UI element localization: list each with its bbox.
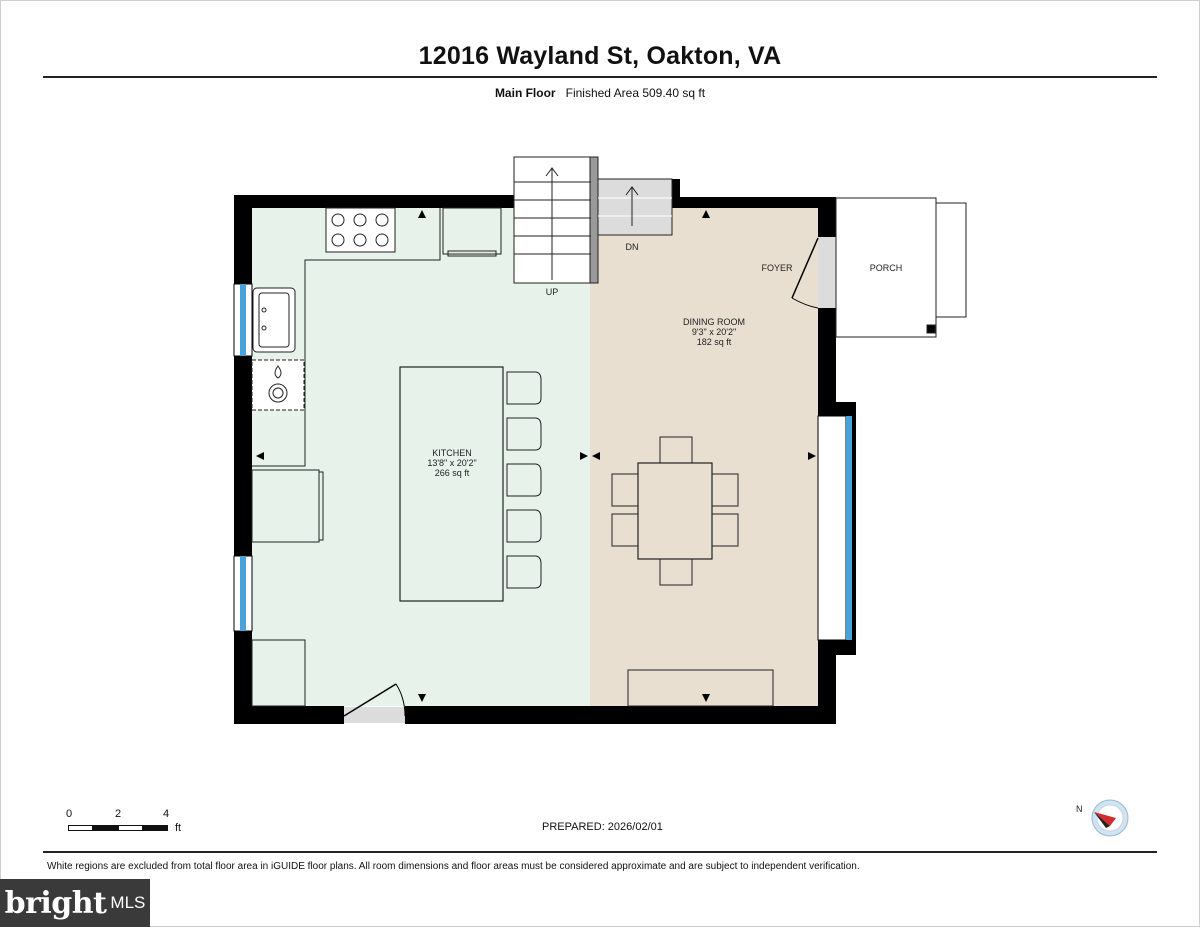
sink bbox=[252, 287, 296, 353]
kitchen-floor bbox=[252, 208, 590, 706]
dishwasher bbox=[251, 359, 305, 411]
rear-door bbox=[343, 683, 406, 723]
kitchen-island bbox=[399, 366, 504, 602]
stair-down bbox=[597, 178, 673, 236]
stove bbox=[325, 207, 396, 253]
finished-area: Finished Area 509.40 sq ft bbox=[565, 86, 706, 100]
floor-plan: KITCHEN 13'8" x 20'2" 266 sq ft DINING R… bbox=[233, 156, 967, 724]
porch-label: PORCH bbox=[870, 263, 903, 273]
floor-subtitle: Main Floor Finished Area 509.40 sq ft bbox=[0, 86, 1200, 100]
prepared-date: PREPARED: 2026/02/01 bbox=[542, 821, 663, 833]
bar-stools bbox=[506, 371, 542, 589]
disclaimer: White regions are excluded from total fl… bbox=[47, 861, 860, 872]
foyer-label: FOYER bbox=[761, 263, 793, 273]
scale-unit: ft bbox=[175, 822, 182, 834]
compass-icon: N bbox=[1076, 799, 1129, 837]
footer-divider bbox=[43, 851, 1157, 853]
header-divider bbox=[43, 76, 1157, 78]
scale-segment-4 bbox=[143, 825, 168, 831]
scale-tick-0: 0 bbox=[66, 808, 73, 820]
kitchen-area: 266 sq ft bbox=[435, 468, 470, 478]
scale-bar: 0 2 4 ft bbox=[60, 808, 200, 838]
scale-tick-4: 4 bbox=[163, 808, 170, 820]
dining-floor bbox=[590, 208, 818, 706]
dining-area: 182 sq ft bbox=[697, 337, 732, 347]
stair-up-label: UP bbox=[546, 287, 559, 297]
refrigerator bbox=[442, 207, 502, 257]
compass-north-label: N bbox=[1076, 804, 1083, 814]
porch bbox=[835, 197, 967, 338]
scale-segment-3 bbox=[118, 825, 143, 831]
scale-tick-2: 2 bbox=[115, 808, 122, 820]
kitchen-dims: 13'8" x 20'2" bbox=[427, 458, 476, 468]
page-title: 12016 Wayland St, Oakton, VA bbox=[418, 42, 782, 70]
front-door bbox=[791, 237, 819, 309]
dining-dims: 9'3" x 20'2" bbox=[692, 327, 736, 337]
dining-chairs bbox=[611, 436, 739, 586]
foyer-floor bbox=[818, 236, 836, 308]
kitchen-counters bbox=[251, 208, 441, 707]
bright-mls-logo: bright MLS bbox=[0, 879, 150, 927]
floor-name: Main Floor bbox=[494, 86, 556, 100]
scale-segment-2 bbox=[93, 825, 118, 831]
scale-segment-1 bbox=[68, 825, 93, 831]
kitchen-label: KITCHEN bbox=[432, 448, 472, 458]
logo-suffix: MLS bbox=[110, 893, 146, 912]
stair-up bbox=[513, 156, 599, 284]
sideboard bbox=[627, 669, 774, 707]
stair-down-label: DN bbox=[626, 242, 639, 252]
dining-label: DINING ROOM bbox=[683, 317, 745, 327]
windows bbox=[233, 283, 852, 641]
logo-brand: bright bbox=[4, 885, 107, 921]
dimension-arrows bbox=[256, 210, 816, 702]
